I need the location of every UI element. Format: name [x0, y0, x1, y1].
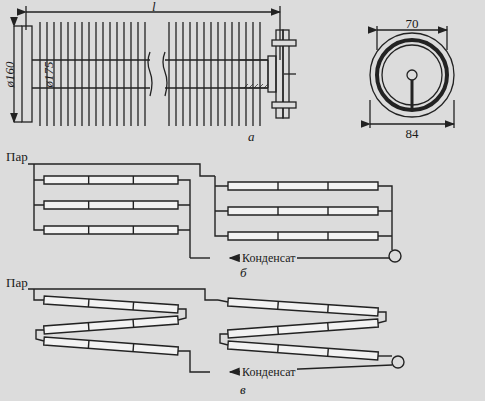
pipe-register-horizontal	[28, 164, 401, 262]
pipe-joint	[132, 344, 134, 352]
fin	[60, 22, 61, 126]
fin	[39, 22, 40, 126]
pipe	[228, 207, 378, 215]
pipe-joint	[277, 345, 279, 353]
label: l	[150, 0, 158, 13]
pipe-joint	[133, 176, 134, 184]
pipe-joint	[327, 323, 329, 331]
fin	[182, 22, 183, 126]
label: 70	[404, 17, 421, 30]
fin	[137, 22, 138, 126]
label: а	[246, 130, 257, 143]
pipe	[44, 201, 178, 209]
pipe	[228, 182, 378, 190]
fin	[95, 22, 96, 126]
fin	[238, 22, 239, 126]
hatching	[254, 84, 258, 88]
pipe-joint	[277, 232, 278, 240]
pipe-joint	[277, 326, 279, 334]
fin	[259, 22, 260, 126]
pipe	[44, 316, 179, 334]
label: б	[238, 266, 249, 279]
cross-section	[370, 26, 454, 128]
fin	[217, 22, 218, 126]
pipe	[44, 226, 178, 234]
pipe-joint	[132, 302, 134, 310]
fin	[203, 22, 204, 126]
fin	[102, 22, 103, 126]
fin	[196, 22, 197, 126]
finned-pipe	[14, 6, 296, 126]
pipe-joint	[132, 319, 134, 327]
pipe	[44, 296, 179, 313]
pipe-joint	[88, 340, 90, 348]
pipe-joint	[277, 301, 279, 309]
label: в	[238, 383, 248, 396]
label: Конденсат	[240, 366, 297, 378]
pipe	[228, 341, 379, 360]
fin	[130, 22, 131, 126]
fin	[168, 22, 169, 126]
hatching	[249, 84, 253, 88]
pipe-joint	[327, 182, 328, 190]
fin	[224, 22, 225, 126]
fin	[67, 22, 68, 126]
pipe	[44, 176, 178, 184]
fin	[210, 22, 211, 126]
label: Пар	[4, 150, 30, 163]
label: Пар	[4, 276, 30, 289]
label: ø175	[41, 59, 54, 89]
fin	[116, 22, 117, 126]
fin	[252, 22, 253, 126]
label: 84	[404, 127, 421, 140]
label: Конденсат	[240, 252, 297, 264]
pipe	[44, 337, 179, 355]
pipe-joint	[327, 305, 329, 313]
pipe-joint	[327, 348, 329, 356]
fin	[175, 22, 176, 126]
pipe	[228, 232, 378, 240]
pipe-joint	[88, 201, 89, 209]
pipe-joint	[327, 232, 328, 240]
pipe-register-inclined	[28, 289, 404, 372]
pipe	[228, 298, 379, 316]
pipe-joint	[88, 176, 89, 184]
pipe-joint	[88, 323, 90, 331]
hatching	[244, 84, 248, 88]
fin	[88, 22, 89, 126]
fin	[81, 22, 82, 126]
pipe-joint	[277, 182, 278, 190]
fin	[144, 22, 145, 126]
fin	[74, 22, 75, 126]
fin	[245, 22, 246, 126]
fin	[189, 22, 190, 126]
pipe	[228, 319, 379, 338]
pipe-joint	[133, 226, 134, 234]
hatching	[259, 84, 263, 88]
pipe-joint	[277, 207, 278, 215]
pipe-joint	[88, 299, 90, 307]
fin	[123, 22, 124, 126]
pipe-joint	[327, 207, 328, 215]
fin	[109, 22, 110, 126]
pipe-joint	[133, 201, 134, 209]
pipe-joint	[88, 226, 89, 234]
label: ø160	[2, 59, 15, 89]
fin	[231, 22, 232, 126]
